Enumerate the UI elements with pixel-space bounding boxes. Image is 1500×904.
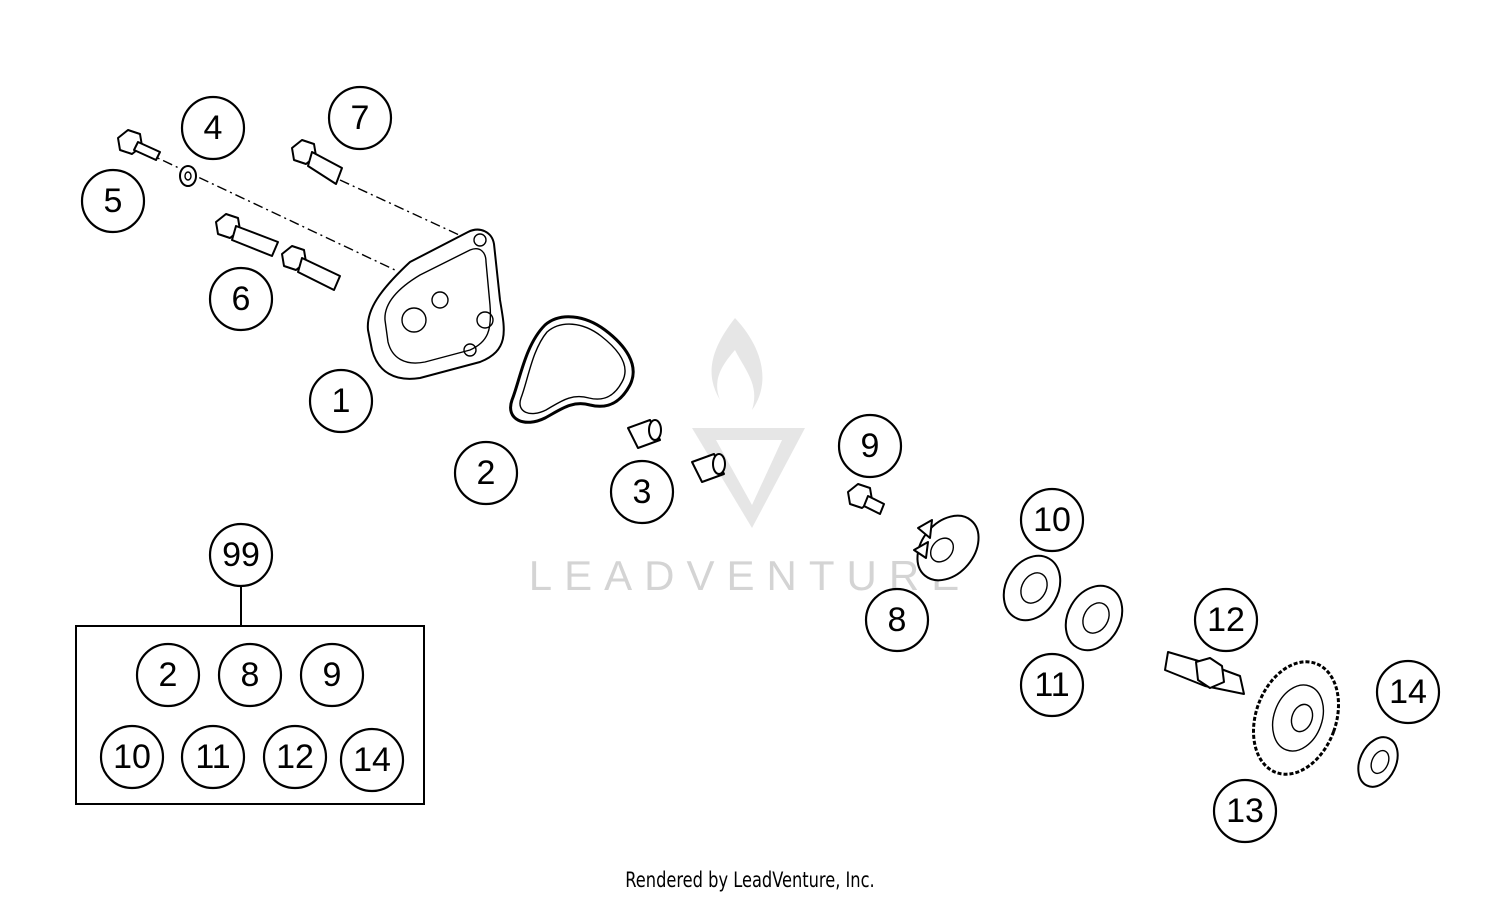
bearing-10: [1002, 554, 1062, 622]
svg-text:3: 3: [633, 473, 652, 511]
shaft-12: [1164, 651, 1245, 695]
callout-13[interactable]: 13: [1212, 778, 1278, 844]
gasket-2: [509, 315, 635, 424]
kit-item-11[interactable]: 11: [180, 724, 246, 790]
kit-99: 99 2 8 9 10 11 12 14: [75, 522, 425, 805]
svg-text:14: 14: [1389, 673, 1427, 711]
svg-text:10: 10: [1033, 501, 1071, 539]
svg-text:99: 99: [222, 536, 260, 574]
svg-text:10: 10: [113, 738, 151, 776]
callout-10[interactable]: 10: [1019, 487, 1085, 553]
impeller-8: [913, 514, 980, 582]
svg-text:8: 8: [241, 656, 260, 694]
svg-text:1: 1: [332, 382, 351, 420]
callout-9[interactable]: 9: [837, 413, 903, 479]
kit-item-9[interactable]: 9: [299, 642, 365, 708]
callout-14[interactable]: 14: [1375, 659, 1441, 725]
kit-item-8[interactable]: 8: [217, 642, 283, 708]
svg-text:2: 2: [477, 454, 496, 492]
callout-2[interactable]: 2: [453, 440, 519, 506]
bearing-11: [1064, 584, 1124, 652]
washer-4: [179, 165, 197, 187]
bolt-7: [291, 139, 343, 185]
callout-1[interactable]: 1: [308, 368, 374, 434]
bearing-14: [1357, 736, 1399, 788]
kit-item-12[interactable]: 12: [262, 724, 328, 790]
svg-text:8: 8: [888, 601, 907, 639]
callout-3[interactable]: 3: [609, 459, 675, 525]
svg-text:9: 9: [323, 656, 342, 694]
callout-8[interactable]: 8: [864, 587, 930, 653]
footer-credit: Rendered by LeadVenture, Inc.: [625, 868, 875, 892]
kit-item-2[interactable]: 2: [135, 642, 201, 708]
svg-text:12: 12: [276, 738, 314, 776]
svg-text:2: 2: [159, 656, 178, 694]
svg-text:11: 11: [1034, 666, 1069, 704]
svg-text:5: 5: [104, 182, 123, 220]
sleeve-3a: [627, 419, 662, 449]
screw-9: [847, 483, 885, 515]
svg-text:4: 4: [204, 109, 223, 147]
callout-12[interactable]: 12: [1193, 587, 1259, 653]
pump-cover-1: [366, 228, 505, 380]
svg-text:13: 13: [1226, 792, 1264, 830]
sleeve-3b: [691, 453, 726, 483]
gear-13: [1251, 660, 1341, 776]
callout-7[interactable]: 7: [327, 85, 393, 151]
callout-5[interactable]: 5: [80, 168, 146, 234]
svg-text:9: 9: [861, 427, 880, 465]
callout-11[interactable]: 11: [1019, 652, 1085, 718]
svg-text:12: 12: [1207, 601, 1245, 639]
kit-callout-99[interactable]: 99: [208, 522, 274, 588]
bolt-6-upper: [215, 213, 279, 257]
bolt-5: [117, 129, 161, 161]
bolt-6-lower: [281, 245, 341, 291]
callout-4[interactable]: 4: [180, 95, 246, 161]
svg-text:6: 6: [232, 280, 251, 318]
leadventure-watermark-logo: LEADVENTURE: [529, 318, 959, 599]
svg-text:14: 14: [353, 741, 391, 779]
kit-item-10[interactable]: 10: [99, 724, 165, 790]
kit-item-14[interactable]: 14: [339, 727, 405, 793]
svg-text:11: 11: [195, 738, 230, 776]
svg-text:7: 7: [351, 99, 370, 137]
callout-6[interactable]: 6: [208, 266, 274, 332]
